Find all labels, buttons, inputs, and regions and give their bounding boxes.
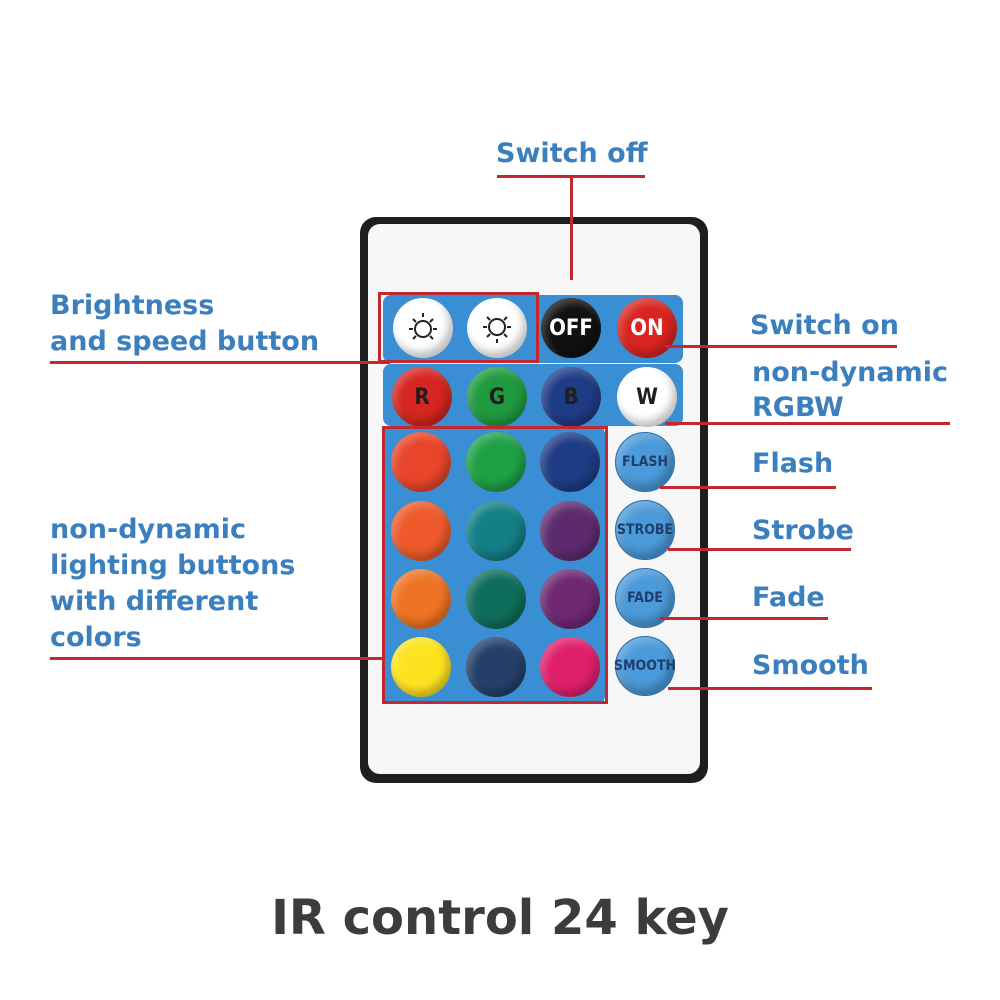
static-colors-line4: colors	[50, 622, 142, 653]
color-button-7[interactable]	[391, 569, 451, 629]
brightness-label-line2: and speed button	[50, 326, 320, 357]
switch-off-connector	[570, 175, 573, 280]
brightness-underline	[50, 361, 390, 364]
color-button-8[interactable]	[466, 569, 526, 629]
color-button-2[interactable]	[466, 432, 526, 492]
page-title: IR control 24 key	[271, 890, 729, 946]
switch-off-label: Switch off	[496, 138, 648, 169]
brightness-label-line1: Brightness	[50, 290, 215, 321]
color-button-10[interactable]	[391, 637, 451, 697]
flash-label: Flash	[752, 448, 834, 479]
flash-button[interactable]: FLASH	[615, 432, 675, 492]
color-button-5[interactable]	[466, 501, 526, 561]
switch-on-underline	[665, 345, 897, 348]
switch-on-label: Switch on	[750, 310, 899, 341]
blue-button[interactable]: B	[541, 367, 601, 427]
color-grid-highlight-frame	[382, 426, 608, 704]
fade-label: Fade	[752, 582, 825, 613]
color-button-12[interactable]	[540, 637, 600, 697]
static-colors-line3: with different	[50, 586, 259, 617]
brightness-highlight-frame	[378, 292, 539, 363]
white-button[interactable]: W	[617, 367, 677, 427]
color-button-1[interactable]	[391, 432, 451, 492]
strobe-underline	[668, 548, 851, 551]
green-button[interactable]: G	[467, 367, 527, 427]
brightness-label: Brightness and speed button	[50, 288, 319, 360]
on-button[interactable]: ON	[617, 298, 677, 358]
sun-dim-icon	[483, 316, 511, 343]
static-colors-label: non-dynamic lighting buttons with differ…	[50, 512, 295, 656]
smooth-button[interactable]: SMOOTH	[614, 636, 676, 696]
color-button-11[interactable]	[466, 637, 526, 697]
smooth-underline	[668, 687, 872, 690]
flash-underline	[660, 486, 836, 489]
fade-underline	[660, 617, 828, 620]
static-colors-underline	[50, 657, 385, 660]
red-button[interactable]: R	[392, 367, 452, 427]
color-button-3[interactable]	[540, 432, 600, 492]
brightness-up-button[interactable]	[393, 298, 453, 358]
smooth-label: Smooth	[752, 650, 869, 681]
strobe-button[interactable]: STROBE	[615, 500, 675, 560]
color-button-4[interactable]	[391, 501, 451, 561]
off-button[interactable]: OFF	[541, 298, 601, 358]
sun-icon	[409, 313, 437, 340]
color-button-9[interactable]	[540, 569, 600, 629]
static-colors-line2: lighting buttons	[50, 550, 296, 581]
color-button-6[interactable]	[540, 501, 600, 561]
rgbw-label-line1: non-dynamic	[752, 357, 948, 388]
strobe-label: Strobe	[752, 515, 854, 546]
static-colors-line1: non-dynamic	[50, 514, 246, 545]
rgbw-underline	[665, 422, 950, 425]
rgbw-label: non-dynamic RGBW	[752, 355, 948, 425]
rgbw-label-line2: RGBW	[752, 392, 844, 423]
brightness-down-button[interactable]	[467, 298, 527, 358]
